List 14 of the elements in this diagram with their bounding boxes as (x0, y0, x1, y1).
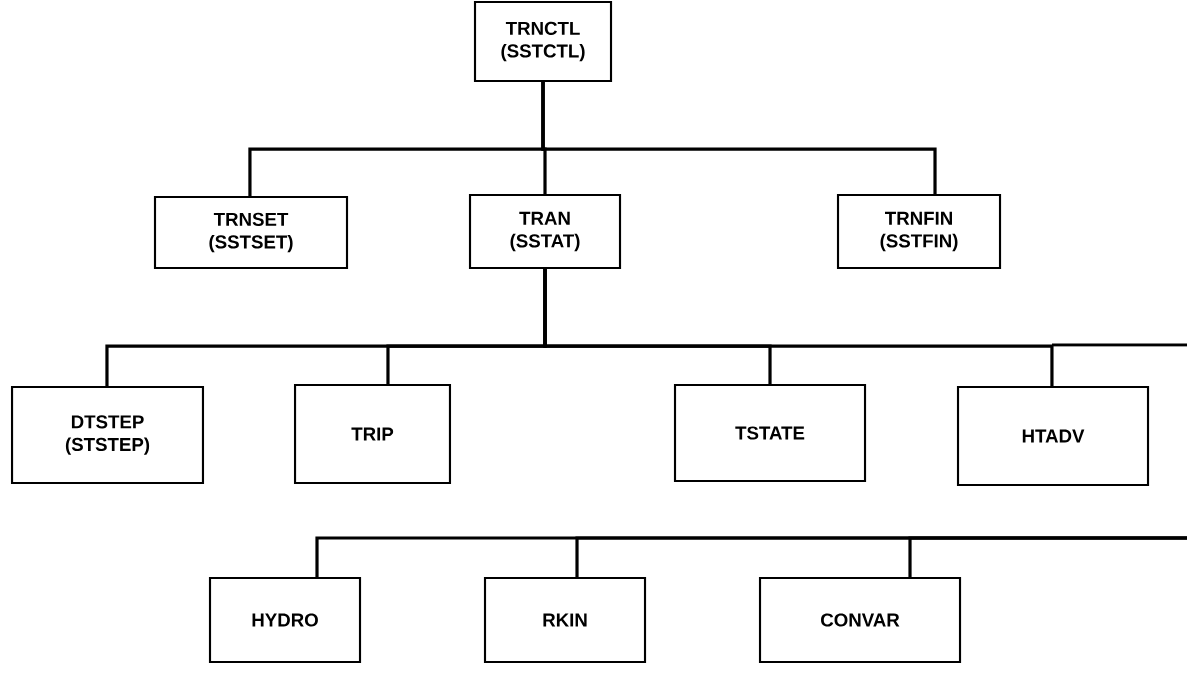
process-box: TSTATE (673, 383, 867, 483)
process-box: HTADV (956, 385, 1150, 487)
connector-line (908, 536, 1187, 577)
connector-line (543, 269, 1054, 386)
process-box: HYDRO (208, 576, 362, 664)
process-box: TRNSET (SSTSET) (153, 195, 349, 270)
process-box: TRNFIN (SSTFIN) (836, 193, 1002, 270)
connector-line (541, 82, 937, 194)
process-box: TRAN (SSTAT) (468, 193, 622, 270)
process-box: CONVAR (758, 576, 962, 664)
process-box: DTSTEP (STSTEP) (10, 385, 205, 485)
process-box: TRNCTL (SSTCTL) (473, 0, 613, 83)
process-box: RKIN (483, 576, 647, 664)
process-box: TRIP (293, 383, 452, 485)
